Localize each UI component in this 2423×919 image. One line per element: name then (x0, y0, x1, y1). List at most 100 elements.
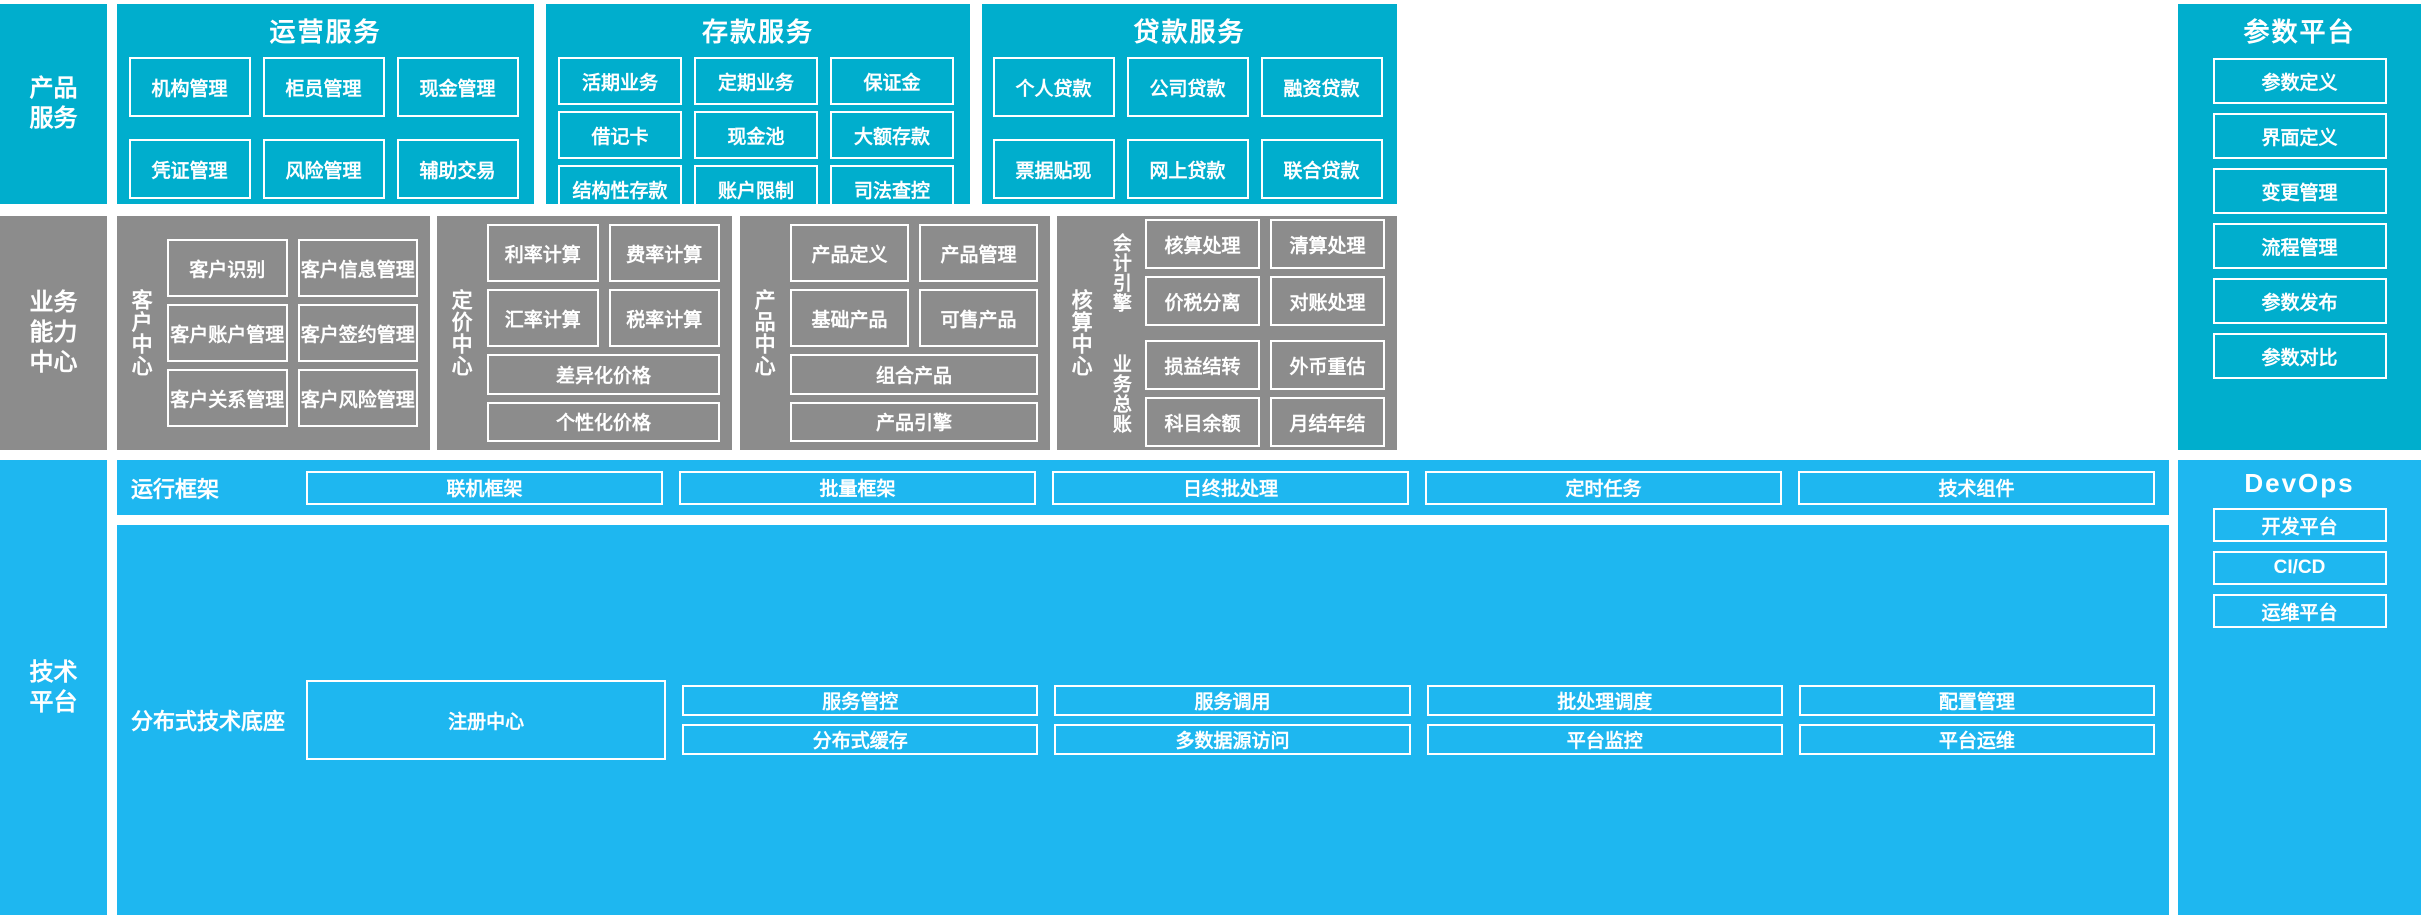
tech-item[interactable]: 服务调用 (1054, 685, 1411, 716)
capability-item-wide[interactable]: 个性化价格 (487, 401, 720, 442)
service-group-operation-title: 运营服务 (269, 17, 382, 47)
capability-row: 客户关系管理客户风险管理 (167, 369, 418, 427)
service-item[interactable]: 公司贷款 (1126, 57, 1249, 117)
tech-item-registry[interactable]: 注册中心 (306, 680, 667, 760)
service-item[interactable]: 柜员管理 (262, 57, 385, 117)
capability-row: 核算处理清算处理 (1145, 219, 1385, 269)
capability-center-pricing: 定价中心 利率计算费率计算汇率计算税率计算差异化价格个性化价格 (437, 216, 732, 450)
capability-item-wide[interactable]: 差异化价格 (487, 354, 720, 395)
capability-item[interactable]: 客户风险管理 (297, 369, 418, 427)
tech-item[interactable]: 平台监控 (1426, 724, 1783, 755)
service-group-deposit: 存款服务 活期业务定期业务保证金借记卡现金池大额存款结构性存款账户限制司法查控 (546, 4, 970, 213)
capability-item[interactable]: 可售产品 (919, 289, 1038, 347)
service-item[interactable]: 保证金 (830, 57, 954, 105)
capability-item[interactable]: 产品定义 (790, 224, 909, 282)
service-group-loan-title: 贷款服务 (1133, 17, 1246, 47)
service-group-loan: 贷款服务 个人贷款公司贷款融资贷款票据贴现网上贷款联合贷款 (982, 4, 1397, 204)
service-item[interactable]: 辅助交易 (396, 139, 519, 199)
service-item[interactable]: 司法查控 (830, 165, 954, 213)
service-item[interactable]: 个人贷款 (992, 57, 1115, 117)
tech-item[interactable]: 多数据源访问 (1054, 724, 1411, 755)
tech-band-runtime-framework: 运行框架 联机框架批量框架日终批处理定时任务技术组件 (117, 460, 2169, 515)
tech-stack: 服务调用多数据源访问 (1054, 685, 1411, 755)
tech-band-runtime-framework-title: 运行框架 (131, 476, 220, 502)
capability-row: 客户识别客户信息管理 (167, 239, 418, 297)
capability-item[interactable]: 客户信息管理 (297, 239, 418, 297)
service-item[interactable]: 机构管理 (128, 57, 251, 117)
capability-item[interactable]: 损益结转 (1145, 340, 1260, 390)
capability-item[interactable]: 月结年结 (1270, 397, 1385, 447)
param-platform-item[interactable]: 界面定义 (2212, 113, 2387, 159)
capability-item[interactable]: 利率计算 (487, 224, 599, 282)
service-item[interactable]: 定期业务 (694, 57, 818, 105)
row-label-technical-platform: 技术平台 (0, 460, 107, 915)
capability-item[interactable]: 产品管理 (919, 224, 1038, 282)
tech-item[interactable]: 联机框架 (306, 470, 663, 505)
accounting-subgroup-cells: 核算处理清算处理价税分离对账处理 (1145, 219, 1385, 326)
row-label-product-services: 产品服务 (0, 4, 107, 204)
capability-center-product-body: 产品定义产品管理基础产品可售产品组合产品产品引擎 (786, 216, 1050, 450)
capability-item[interactable]: 客户关系管理 (167, 369, 288, 427)
capability-item-wide[interactable]: 组合产品 (790, 354, 1038, 395)
capability-item[interactable]: 汇率计算 (487, 289, 599, 347)
accounting-subgroup: 业务总账损益结转外币重估科目余额月结年结 (1103, 340, 1385, 447)
tech-item[interactable]: 定时任务 (1425, 470, 1782, 505)
capability-item[interactable]: 客户签约管理 (297, 304, 418, 362)
param-platform-item[interactable]: 参数定义 (2212, 58, 2387, 104)
capability-item[interactable]: 外币重估 (1270, 340, 1385, 390)
capability-item[interactable]: 科目余额 (1145, 397, 1260, 447)
service-item[interactable]: 融资贷款 (1260, 57, 1383, 117)
capability-row: 科目余额月结年结 (1145, 397, 1385, 447)
capability-item[interactable]: 价税分离 (1145, 276, 1260, 326)
service-item[interactable]: 票据贴现 (992, 139, 1115, 199)
accounting-subgroup-label: 会计引擎 (1109, 232, 1131, 313)
devops-item[interactable]: CI/CD (2212, 551, 2387, 585)
capability-center-product-label: 产品中心 (752, 289, 776, 377)
capability-item[interactable]: 客户账户管理 (167, 304, 288, 362)
service-item[interactable]: 账户限制 (694, 165, 818, 213)
param-platform-item[interactable]: 参数对比 (2212, 333, 2387, 379)
service-item[interactable]: 风险管理 (262, 139, 385, 199)
service-item[interactable]: 凭证管理 (128, 139, 251, 199)
tech-item[interactable]: 平台运维 (1798, 724, 2156, 755)
param-platform-item[interactable]: 变更管理 (2212, 168, 2387, 214)
service-item[interactable]: 借记卡 (558, 111, 682, 159)
tech-band-distributed-foundation: 分布式技术底座 注册中心服务管控分布式缓存服务调用多数据源访问批处理调度平台监控… (117, 525, 2169, 915)
capability-item[interactable]: 对账处理 (1270, 276, 1385, 326)
tech-item[interactable]: 服务管控 (682, 685, 1039, 716)
param-platform-item[interactable]: 流程管理 (2212, 223, 2387, 269)
service-item[interactable]: 联合贷款 (1260, 139, 1383, 199)
capability-item[interactable]: 核算处理 (1145, 219, 1260, 269)
tech-item[interactable]: 技术组件 (1798, 470, 2155, 505)
service-item[interactable]: 结构性存款 (558, 165, 682, 213)
tech-band-runtime-framework-items: 联机框架批量框架日终批处理定时任务技术组件 (306, 470, 2169, 505)
accounting-subgroup-cells: 损益结转外币重估科目余额月结年结 (1145, 340, 1385, 447)
capability-item[interactable]: 清算处理 (1270, 219, 1385, 269)
service-item[interactable]: 大额存款 (830, 111, 954, 159)
service-item[interactable]: 现金管理 (396, 57, 519, 117)
param-platform-item[interactable]: 参数发布 (2212, 278, 2387, 324)
capability-item[interactable]: 税率计算 (608, 289, 720, 347)
service-item[interactable]: 现金池 (694, 111, 818, 159)
tech-item[interactable]: 批处理调度 (1426, 685, 1783, 716)
service-item[interactable]: 网上贷款 (1126, 139, 1249, 199)
capability-center-pricing-label: 定价中心 (449, 289, 473, 377)
param-platform-panel: 参数平台 参数定义界面定义变更管理流程管理参数发布参数对比 (2178, 4, 2421, 450)
devops-item[interactable]: 开发平台 (2212, 508, 2387, 542)
capability-center-accounting-label: 核算中心 (1069, 289, 1093, 377)
row-label-product-services-text: 产品服务 (29, 75, 78, 132)
tech-item[interactable]: 分布式缓存 (682, 724, 1039, 755)
devops-item[interactable]: 运维平台 (2212, 594, 2387, 628)
tech-item[interactable]: 配置管理 (1798, 685, 2156, 716)
service-item[interactable]: 活期业务 (558, 57, 682, 105)
capability-center-pricing-body: 利率计算费率计算汇率计算税率计算差异化价格个性化价格 (483, 216, 732, 450)
tech-item[interactable]: 批量框架 (679, 470, 1036, 505)
tech-item[interactable]: 日终批处理 (1052, 470, 1409, 505)
capability-item[interactable]: 费率计算 (608, 224, 720, 282)
capability-item[interactable]: 客户识别 (167, 239, 288, 297)
capability-item[interactable]: 基础产品 (790, 289, 909, 347)
capability-center-product: 产品中心 产品定义产品管理基础产品可售产品组合产品产品引擎 (740, 216, 1050, 450)
capability-row: 价税分离对账处理 (1145, 276, 1385, 326)
capability-item-wide[interactable]: 产品引擎 (790, 401, 1038, 442)
service-group-deposit-items: 活期业务定期业务保证金借记卡现金池大额存款结构性存款账户限制司法查控 (558, 57, 958, 213)
